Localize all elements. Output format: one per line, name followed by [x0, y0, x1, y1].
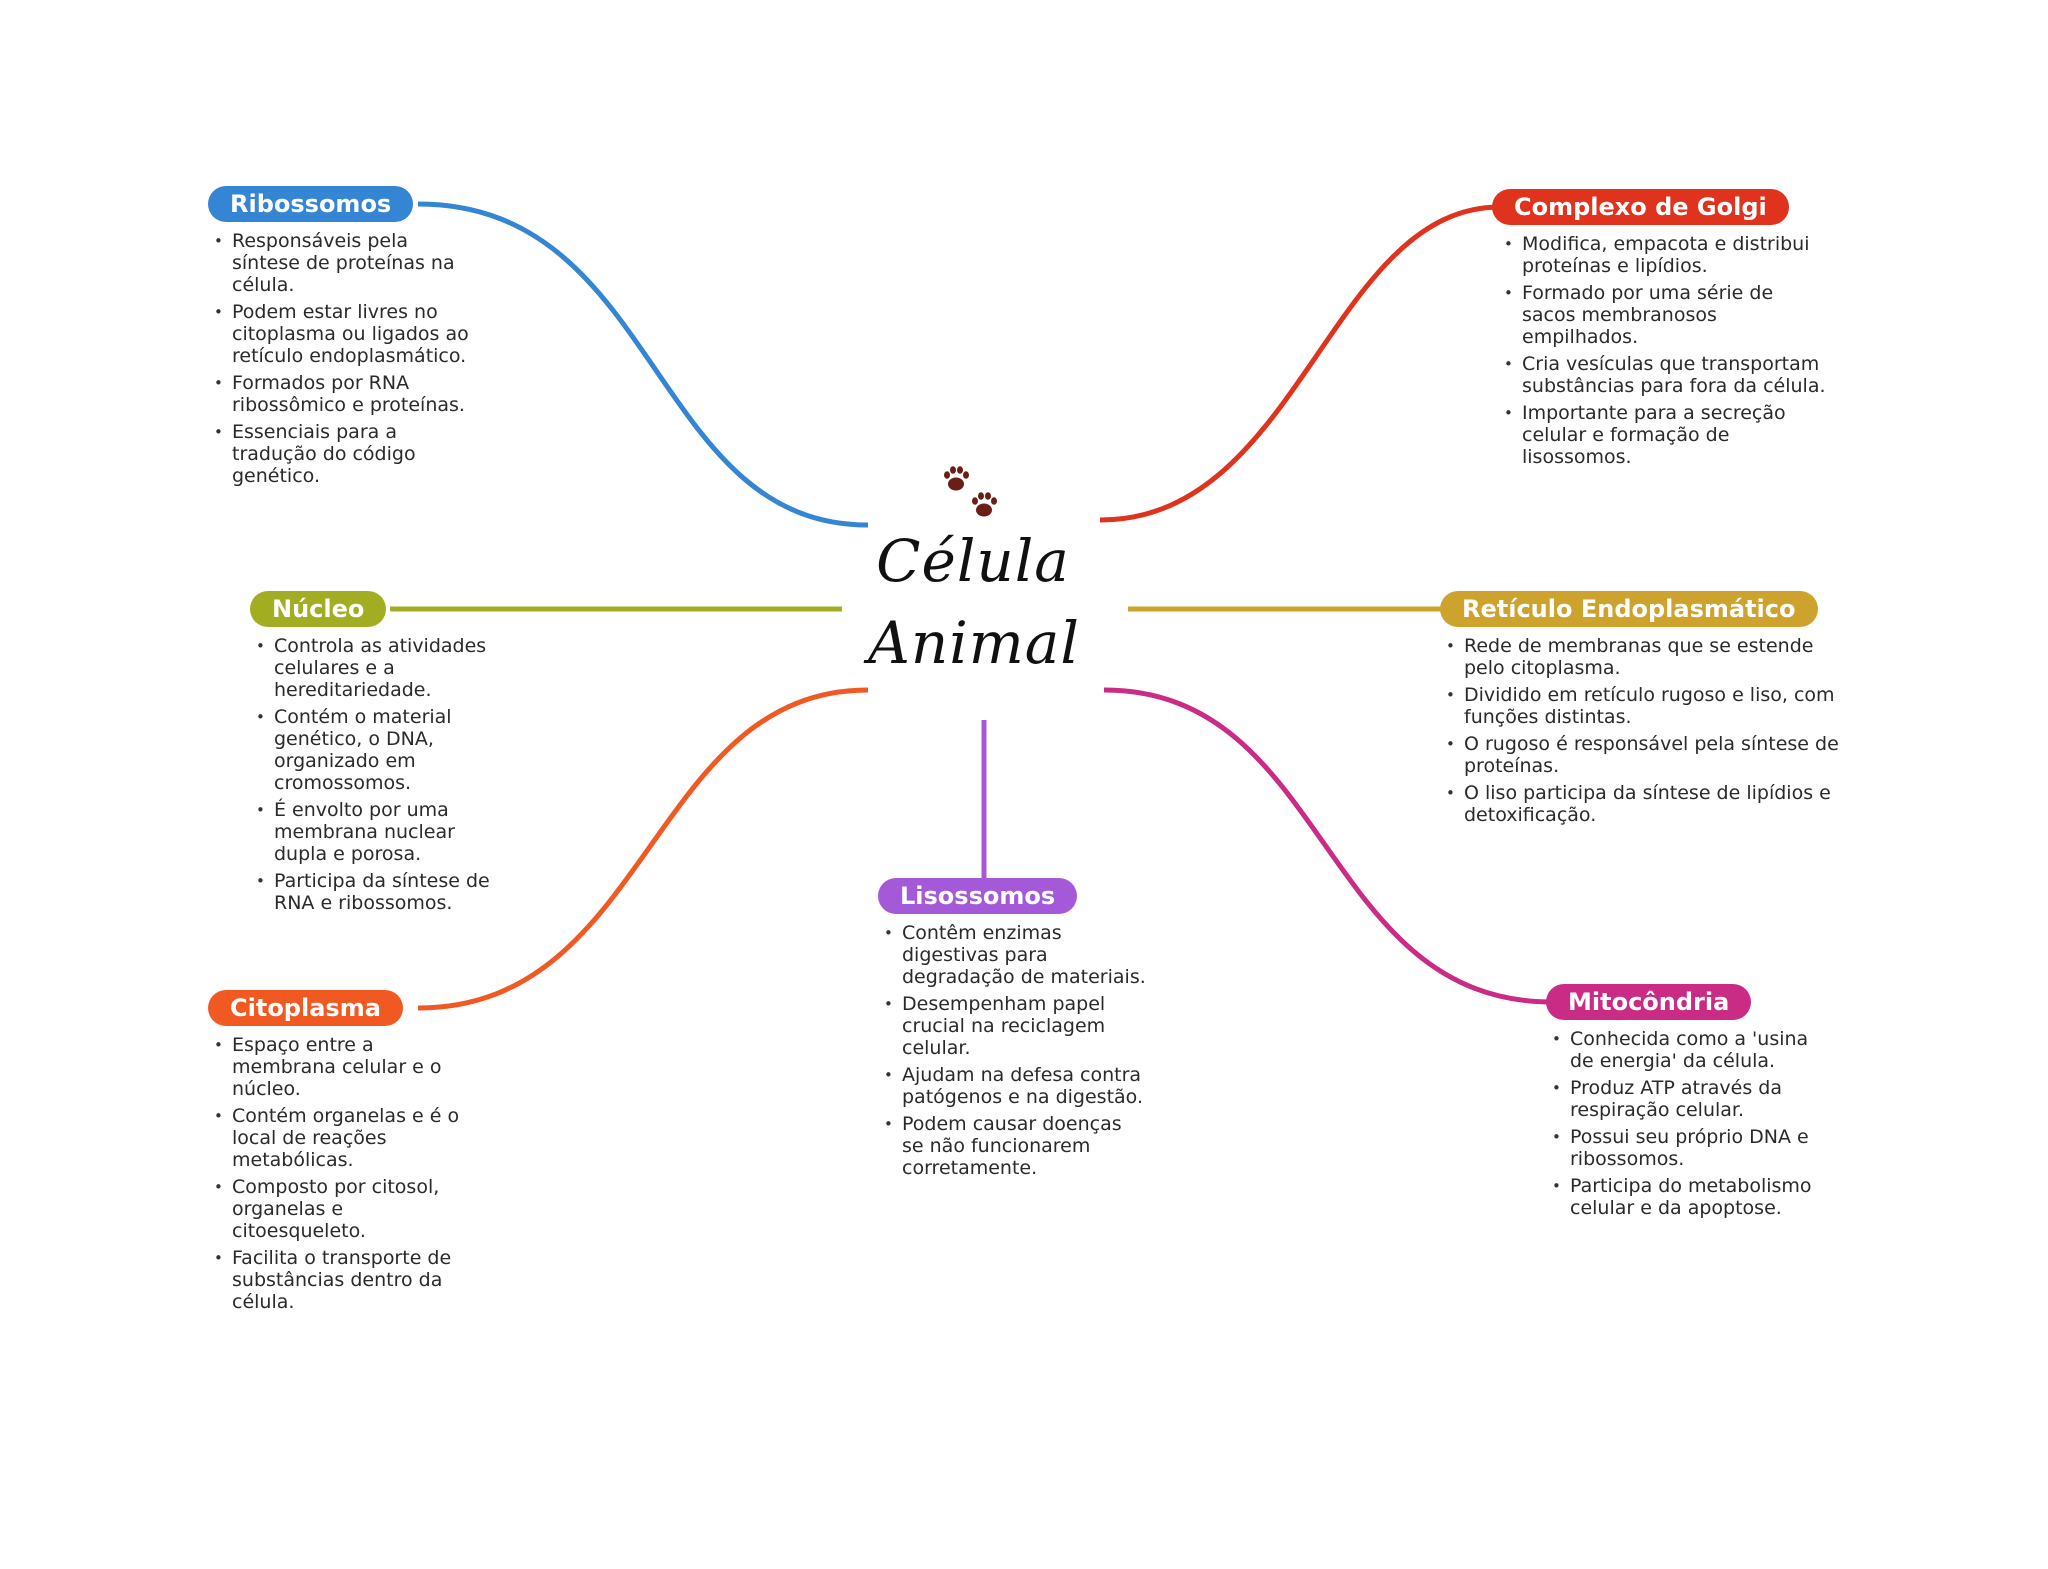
branch-citoplasma: Citoplasma Espaço entre a membrana celul…: [208, 990, 478, 1318]
list-item: Facilita o transporte de substâncias den…: [208, 1247, 478, 1313]
topic-nucleo[interactable]: Núcleo: [250, 591, 387, 627]
list-item: Responsáveis pela síntese de proteínas n…: [208, 230, 478, 296]
list-item: Contém organelas e é o local de reações …: [208, 1105, 478, 1171]
list-item: Contém o material genético, o DNA, organ…: [250, 706, 490, 794]
bullets-mitocondria: Conhecida como a 'usina de energia' da c…: [1546, 1028, 1826, 1219]
topic-reticulo[interactable]: Retículo Endoplasmático: [1440, 591, 1818, 627]
list-item: Produz ATP através da respiração celular…: [1546, 1077, 1826, 1121]
list-item: O liso participa da síntese de lipídios …: [1440, 782, 1840, 826]
list-item: Participa da síntese de RNA e ribossomos…: [250, 870, 490, 914]
list-item: Podem causar doenças se não funcionarem …: [878, 1113, 1148, 1179]
list-item: Participa do metabolismo celular e da ap…: [1546, 1175, 1826, 1219]
topic-lisossomos[interactable]: Lisossomos: [878, 878, 1078, 914]
list-item: É envolto por uma membrana nuclear dupla…: [250, 799, 490, 865]
topic-ribossomos[interactable]: Ribossomos: [208, 186, 414, 222]
connector-golgi: [1099, 204, 1501, 523]
list-item: Modifica, empacota e distribui proteínas…: [1498, 233, 1832, 277]
paw-prints-icon: [944, 466, 997, 517]
list-item: Espaço entre a membrana celular e o núcl…: [208, 1034, 478, 1100]
list-item: Ajudam na defesa contra patógenos e na d…: [878, 1064, 1148, 1108]
branch-reticulo: Retículo Endoplasmático Rede de membrana…: [1440, 591, 1860, 831]
branch-lisossomos: Lisossomos Contêm enzimas digestivas par…: [878, 878, 1148, 1184]
branch-mitocondria: Mitocôndria Conhecida como a 'usina de e…: [1546, 984, 1826, 1224]
list-item: Composto por citosol, organelas e citoes…: [208, 1176, 478, 1242]
list-item: O rugoso é responsável pela síntese de p…: [1440, 733, 1840, 777]
branch-nucleo: Núcleo Controla as atividades celulares …: [250, 591, 490, 919]
topic-mitocondria[interactable]: Mitocôndria: [1546, 984, 1752, 1020]
list-item: Conhecida como a 'usina de energia' da c…: [1546, 1028, 1826, 1072]
bullets-ribossomos: Responsáveis pela síntese de proteínas n…: [208, 230, 478, 487]
branch-golgi: Complexo de Golgi Modifica, empacota e d…: [1492, 189, 1832, 473]
list-item: Podem estar livres no citoplasma ou liga…: [208, 301, 478, 367]
branch-ribossomos: Ribossomos Responsáveis pela síntese de …: [208, 186, 478, 492]
bullets-lisossomos: Contêm enzimas digestivas para degradaçã…: [878, 922, 1148, 1179]
list-item: Possui seu próprio DNA e ribossomos.: [1546, 1126, 1826, 1170]
list-item: Desempenham papel crucial na reciclagem …: [878, 993, 1148, 1059]
list-item: Cria vesículas que transportam substânci…: [1498, 353, 1832, 397]
list-item: Rede de membranas que se estende pelo ci…: [1440, 635, 1840, 679]
topic-citoplasma[interactable]: Citoplasma: [208, 990, 403, 1026]
topic-golgi[interactable]: Complexo de Golgi: [1492, 189, 1789, 225]
central-title-line1: Célula: [876, 527, 1070, 595]
list-item: Formados por RNA ribossômico e proteínas…: [208, 372, 478, 416]
list-item: Formado por uma série de sacos membranos…: [1498, 282, 1832, 348]
list-item: Dividido em retículo rugoso e liso, com …: [1440, 684, 1840, 728]
bullets-golgi: Modifica, empacota e distribui proteínas…: [1498, 233, 1832, 468]
list-item: Contêm enzimas digestivas para degradaçã…: [878, 922, 1148, 988]
list-item: Essenciais para a tradução do código gen…: [208, 421, 478, 487]
connector-mitocondria: [1103, 687, 1553, 1005]
bullets-nucleo: Controla as atividades celulares e a her…: [250, 635, 490, 914]
central-topic: Célula Animal: [868, 520, 1080, 684]
bullets-reticulo: Rede de membranas que se estende pelo ci…: [1440, 635, 1840, 826]
central-title-line2: Animal: [868, 609, 1080, 677]
connector-ribossomos: [417, 201, 869, 528]
list-item: Controla as atividades celulares e a her…: [250, 635, 490, 701]
bullets-citoplasma: Espaço entre a membrana celular e o núcl…: [208, 1034, 478, 1313]
connector-citoplasma: [417, 687, 869, 1011]
list-item: Importante para a secreção celular e for…: [1498, 402, 1832, 468]
